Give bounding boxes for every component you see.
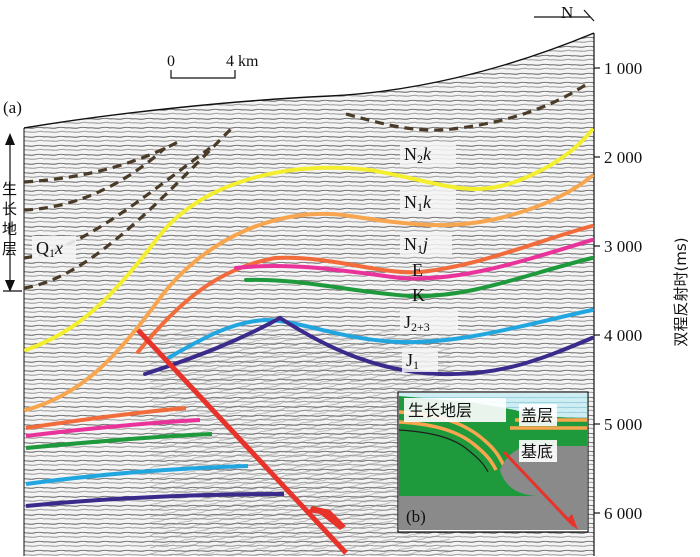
inset-basement-label: 基底 [521,442,553,461]
growth-char-2: 长 [2,200,17,218]
svg-text:J1: J1 [406,350,419,372]
label-e: E [412,260,423,280]
tick-2000: 2 000 [604,148,642,167]
inset-growth-label: 生长地层 [408,401,472,420]
fault-line [136,328,348,555]
horizon-lines [24,128,594,412]
scale-bar: 0 4 km [167,53,259,79]
north-label: N [561,3,573,22]
inset-b-schematic: 生长地层 盖层 基底 (b) [397,391,589,533]
svg-text:N1j: N1j [404,234,428,256]
growth-char-3: 地 [2,220,17,238]
scale-end: 4 km [226,53,259,70]
panel-b-label: (b) [406,507,426,526]
growth-strata-bracket: 生 长 地 层 [2,133,22,292]
horizon-labels: N2k N1k N1j E K J2+3 J1 [400,142,458,372]
topography-line [23,32,595,129]
growth-char-4: 层 [2,240,17,258]
svg-text:Q1x: Q1x [36,238,63,260]
horizon-j23 [166,308,594,360]
twt-axis: 1 000 2 000 3 000 4 000 5 000 6 000 双程反射… [594,59,690,523]
horizon-n1k [24,174,594,412]
tick-1000: 1 000 [604,59,642,78]
axis-title: 双程反射时(ms) [672,237,690,346]
growth-char-1: 生 [2,180,17,198]
inset-cover-label: 盖层 [521,406,553,425]
tick-5000: 5 000 [604,415,642,434]
footwall-horizons [25,406,285,508]
label-k: K [412,285,425,305]
tick-3000: 3 000 [604,237,642,256]
horizon-n2k [24,128,594,352]
horizon-j1 [143,315,594,377]
svg-text:N2k: N2k [404,144,432,166]
horizon-k [244,256,594,299]
panel-a-label: (a) [3,98,22,117]
north-arrow: N [534,3,595,22]
scale-start: 0 [167,53,175,70]
tick-4000: 4 000 [604,326,642,345]
horizon-n1j [136,224,594,354]
horizon-e [234,238,594,281]
tick-6000: 6 000 [604,504,642,523]
fault-slip-arrow [308,506,346,530]
q1x-label: Q1x [32,236,76,260]
svg-text:J2+3: J2+3 [404,312,430,334]
svg-text:N1k: N1k [404,192,432,214]
